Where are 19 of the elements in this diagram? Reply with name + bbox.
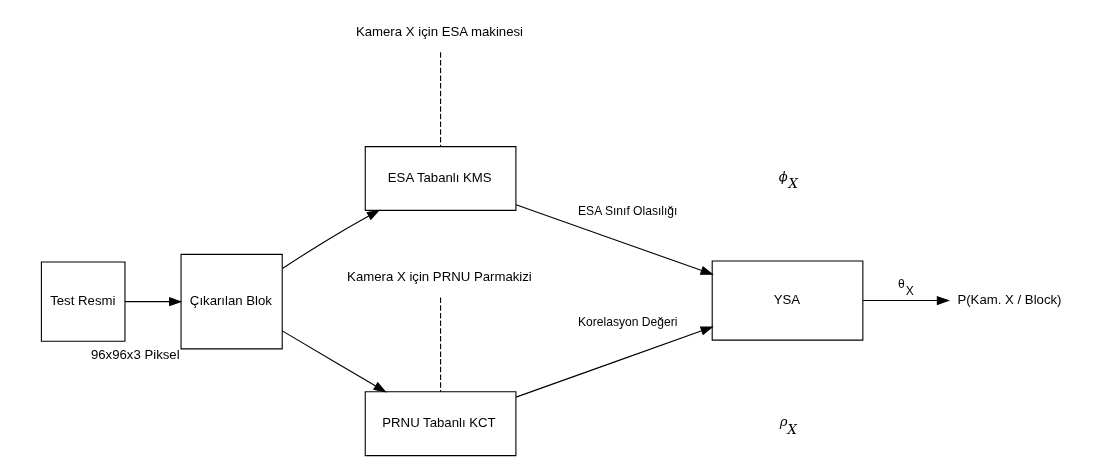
arrow [515,204,714,275]
node-label: 96x96x3 Piksel [90,347,180,363]
connector [439,51,441,148]
arrow [124,297,182,307]
arrow [515,326,714,398]
node-box: Çıkarılan Blok [180,253,283,350]
node-text: Kamera X için PRNU Parmakizi [346,268,532,284]
arrow [281,330,387,393]
node-box: Test Resmi [40,261,125,342]
arrow [281,209,380,269]
node-box: PRNU Tabanlı KCT [364,391,516,457]
edge-label: Korelasyon Değeri [577,314,677,329]
arrow [861,295,950,306]
node-text: P(Kam. X / Block) [956,291,1061,307]
node-text: Kamera X için ESA makinesi [355,23,523,39]
node-box: ESA Tabanlı KMS [364,146,516,211]
connector [439,296,441,393]
edge-label: ESA Sınıf Olasılığı [577,203,677,218]
node-box: YSA [711,260,863,341]
